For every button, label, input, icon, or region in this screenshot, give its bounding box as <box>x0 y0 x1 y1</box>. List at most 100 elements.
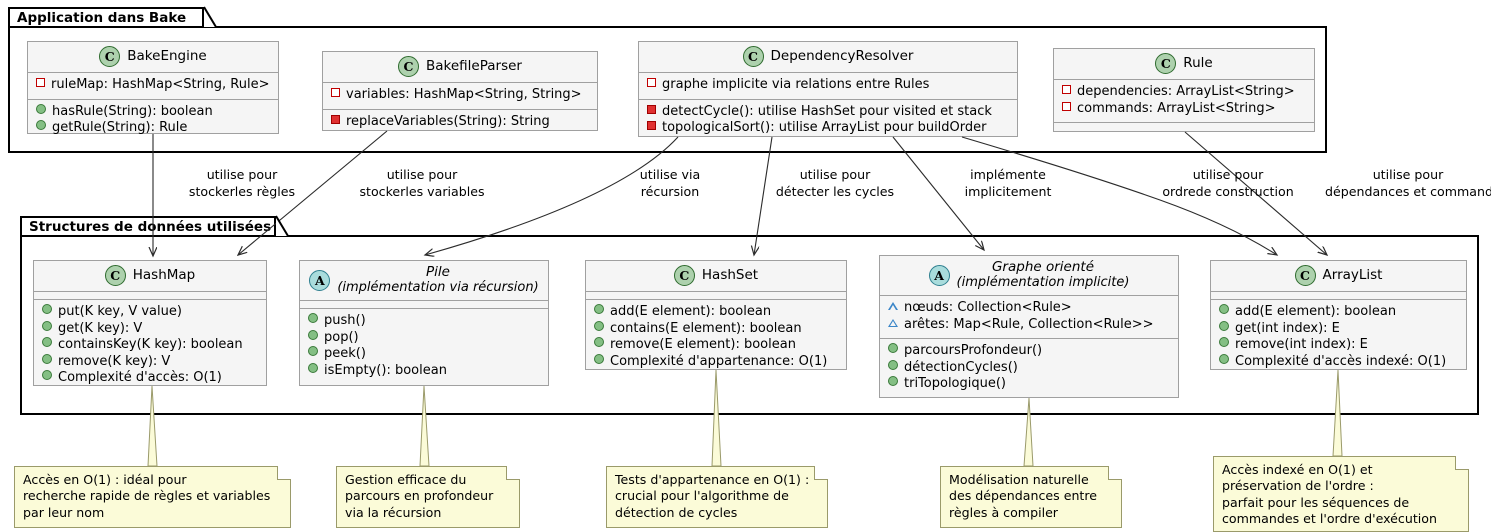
edge-label-dependencyresolver-arraylist: utilise pour ordrede construction <box>1130 167 1326 200</box>
class-name: ArrayList <box>1322 267 1383 283</box>
class-methods-bakefileparser: replaceVariables(String): String <box>323 110 597 136</box>
class-box-rule[interactable]: C Rule dependencies: ArrayList<String> c… <box>1053 48 1315 132</box>
note-fold-corner <box>1455 456 1469 470</box>
class-method-text: containsKey(K key): boolean <box>58 337 243 352</box>
class-method-row: parcoursProfondeur() <box>888 343 1171 360</box>
class-box-bakefileparser[interactable]: C BakefileParser variables: HashMap<Stri… <box>322 51 598 131</box>
class-method-row: add(E element): boolean <box>1219 304 1459 321</box>
class-method-text: hasRule(String): boolean <box>52 103 213 119</box>
note-fold-corner <box>1108 466 1122 480</box>
class-method-text: add(E element): boolean <box>610 304 772 319</box>
class-attributes-arraylist-empty <box>1211 292 1466 300</box>
note-line: Accès en O(1) : idéal pour <box>23 472 187 487</box>
class-attribute-row: ruleMap: HashMap<String, Rule> <box>36 77 271 94</box>
class-method-row: contains(E element): boolean <box>594 320 839 338</box>
note-line: des dépendances entre <box>949 488 1098 504</box>
class-methods-arraylist: add(E element): boolean get(int index): … <box>1211 300 1466 375</box>
edge-label-dependencyresolver-hashset: utilise pour détecter les cycles <box>750 167 920 200</box>
class-methods-pile: push() pop() peek() isEmpty(): boolean <box>300 309 548 384</box>
class-box-bakeengine[interactable]: C BakeEngine ruleMap: HashMap<String, Ru… <box>27 41 279 135</box>
public-method-icon <box>308 329 318 340</box>
edge-label-line1: utilise pour <box>799 167 871 182</box>
class-name: Pile (implémentation via récursion) <box>337 265 538 296</box>
class-box-arraylist[interactable]: C ArrayList add(E element): boolean get(… <box>1210 260 1467 370</box>
class-header-hashset: C HashSet <box>586 261 846 292</box>
public-method-icon <box>308 313 318 323</box>
class-methods-graphe-oriente: parcoursProfondeur() détectionCycles() t… <box>880 339 1178 398</box>
private-field-icon <box>1062 85 1071 94</box>
public-method-icon <box>36 120 46 130</box>
public-method-icon <box>1219 353 1229 364</box>
note-line: parfait pour les séquences de <box>1222 494 1410 510</box>
class-header-bakefileparser: C BakefileParser <box>323 52 597 83</box>
class-header-graphe-oriente: A Graphe orienté (implémentation implici… <box>880 256 1178 296</box>
public-method-icon <box>594 304 604 314</box>
class-stereotype-icon: C <box>104 265 126 286</box>
public-method-icon <box>888 376 898 386</box>
note-line: Gestion efficace du <box>345 472 467 487</box>
public-method-icon <box>1219 304 1229 314</box>
edge-label-bakefileparser-hashmap: utilise pour stockerles variables <box>332 167 512 200</box>
class-box-hashmap[interactable]: C HashMap put(K key, V value) get(K key)… <box>33 260 267 386</box>
class-method-text: contains(E element): boolean <box>610 320 802 336</box>
class-method-row: push() <box>308 313 541 330</box>
edge-rule-arraylist <box>1184 131 1327 255</box>
class-method-row: remove(E element): boolean <box>594 337 839 354</box>
class-stereotype-icon: C <box>673 265 695 286</box>
edge-label-dependencyresolver-pile: utilise via récursion <box>610 167 730 200</box>
edge-dependencyresolver-grapheoriente <box>892 136 984 250</box>
edge-dependencyresolver-pile <box>425 136 679 255</box>
class-attribute-text: commands: ArrayList<String> <box>1077 100 1276 116</box>
class-method-row: pop() <box>308 329 541 347</box>
class-header-rule: C Rule <box>1054 49 1314 80</box>
class-attribute-text: graphe implicite via relations entre Rul… <box>662 77 930 92</box>
class-attributes-rule: dependencies: ArrayList<String> commands… <box>1054 80 1314 123</box>
private-method-icon <box>647 104 656 114</box>
private-field-icon <box>36 78 45 87</box>
class-header-dependencyresolver: C DependencyResolver <box>639 42 1017 73</box>
edge-label-rule-arraylist: utilise pour dépendances et commandes <box>1325 167 1491 200</box>
class-method-row: peek() <box>308 346 541 363</box>
class-method-text: triTopologique() <box>904 376 1007 391</box>
class-header-bakeengine: C BakeEngine <box>28 42 278 73</box>
class-method-text: topologicalSort(): utilise ArrayList pou… <box>662 120 987 135</box>
class-box-dependencyresolver[interactable]: C DependencyResolver graphe implicite vi… <box>638 41 1018 137</box>
class-name: HashSet <box>701 267 759 283</box>
package-structures <box>20 235 1479 415</box>
class-attributes-hashset-empty <box>586 292 846 300</box>
class-method-row: put(K key, V value) <box>42 304 259 321</box>
public-method-icon <box>42 370 52 380</box>
class-method-text: pop() <box>324 329 359 345</box>
class-method-text: détectionCycles() <box>904 359 1018 375</box>
note-line: recherche rapide de règles et variables <box>23 488 271 504</box>
edge-label-line2: stockerles variables <box>359 183 485 199</box>
class-method-text: Complexité d'accès indexé: O(1) <box>1235 353 1447 369</box>
class-header-pile: A Pile (implémentation via récursion) <box>300 261 548 301</box>
class-method-row: hasRule(String): boolean <box>36 103 271 121</box>
class-attributes-hashmap-empty <box>34 292 266 300</box>
class-box-pile[interactable]: A Pile (implémentation via récursion) pu… <box>299 260 549 386</box>
class-method-text: detectCycle(): utilise HashSet pour visi… <box>662 103 992 119</box>
class-attributes-bakefileparser: variables: HashMap<String, String> <box>323 83 597 110</box>
class-name: DependencyResolver <box>770 48 914 64</box>
class-stereotype-icon: C <box>1294 265 1316 286</box>
edge-dependencyresolver-hashset <box>754 136 773 255</box>
class-method-text: put(K key, V value) <box>58 304 182 319</box>
class-attributes-dependencyresolver: graphe implicite via relations entre Rul… <box>639 73 1017 100</box>
class-methods-hashmap: put(K key, V value) get(K key): V contai… <box>34 300 266 392</box>
class-method-row: Complexité d'accès: O(1) <box>42 370 259 387</box>
note-line: via la récursion <box>345 504 442 520</box>
class-method-row: add(E element): boolean <box>594 304 839 321</box>
private-field-icon <box>1062 101 1071 111</box>
abstract-stereotype-icon: A <box>928 264 950 286</box>
public-method-icon <box>1219 320 1229 331</box>
public-method-icon <box>594 353 604 364</box>
class-method-row: replaceVariables(String): String <box>331 114 590 131</box>
class-attribute-row: arêtes: Map<Rule, Collection<Rule>> <box>888 317 1171 334</box>
class-box-graphe-oriente[interactable]: A Graphe orienté (implémentation implici… <box>879 255 1179 398</box>
class-stereotype-icon: C <box>99 46 121 67</box>
private-method-icon <box>331 114 340 124</box>
class-box-hashset[interactable]: C HashSet add(E element): boolean contai… <box>585 260 847 370</box>
class-name: BakeEngine <box>127 48 207 64</box>
